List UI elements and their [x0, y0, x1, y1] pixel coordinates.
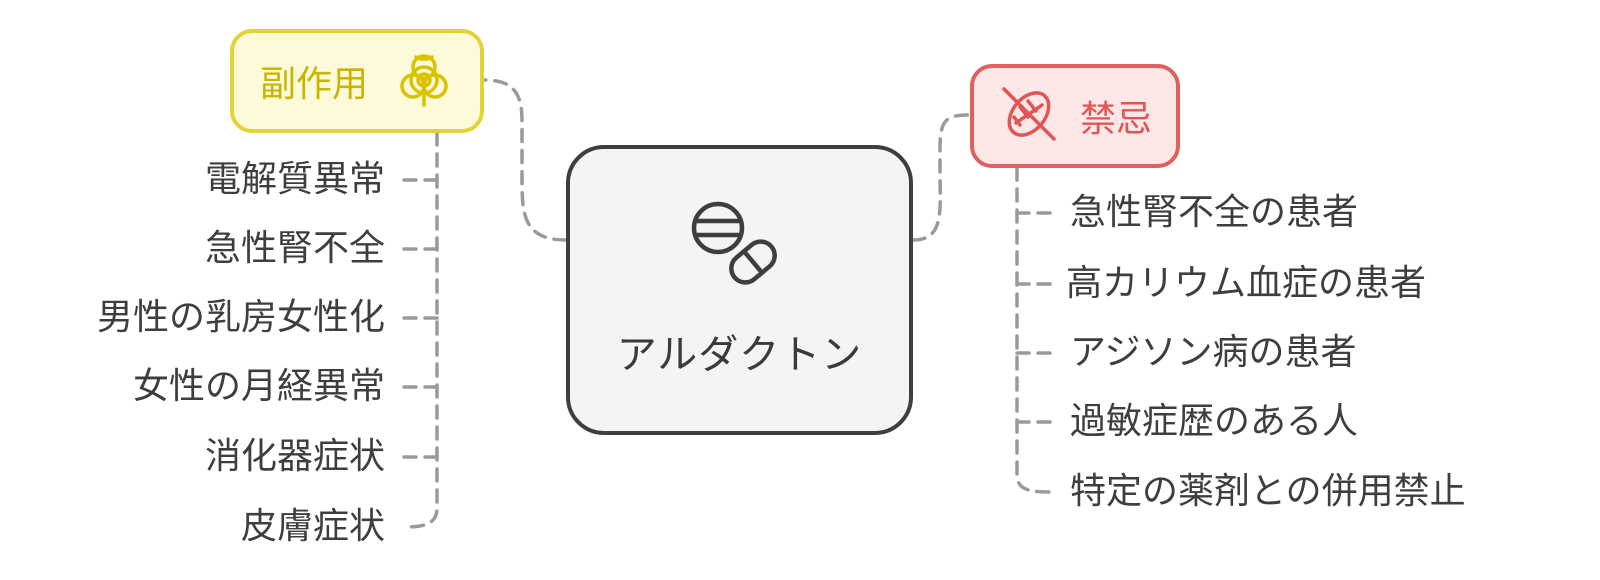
- center-label: アルダクトン: [616, 332, 863, 378]
- side-effect-item: 皮膚症状: [240, 506, 385, 547]
- biohazard-icon: [394, 49, 454, 113]
- contraindications-label: 禁忌: [1079, 99, 1152, 140]
- pills-icon: [690, 200, 790, 304]
- side-effects-label: 副作用: [259, 64, 368, 105]
- side-effect-item: 急性腎不全: [204, 228, 385, 269]
- side-effect-item: 男性の乳房女性化: [96, 297, 385, 338]
- side-effect-item: 女性の月経異常: [132, 366, 385, 407]
- contraindication-item: アジソン病の患者: [1070, 332, 1357, 373]
- contraindication-item: 高カリウム血症の患者: [1066, 263, 1427, 304]
- connector-center-side-effects: [482, 78, 568, 242]
- connector-center-contraindications: [911, 113, 972, 242]
- contraindication-item: 特定の薬剤との併用禁止: [1070, 471, 1466, 512]
- side-effect-item: 消化器症状: [204, 436, 385, 477]
- contraindication-item: 急性腎不全の患者: [1070, 192, 1359, 233]
- side-effect-item: 電解質異常: [204, 159, 385, 200]
- no-allergen-icon: [998, 83, 1060, 149]
- contraindications-node: 禁忌: [970, 64, 1180, 168]
- side-effects-node: 副作用: [230, 29, 484, 133]
- contraindications-trunk: [1015, 166, 1052, 494]
- side-effects-trunk: [403, 131, 439, 529]
- center-node: アルダクトン: [566, 145, 913, 435]
- contraindication-item: 過敏症歴のある人: [1070, 401, 1359, 442]
